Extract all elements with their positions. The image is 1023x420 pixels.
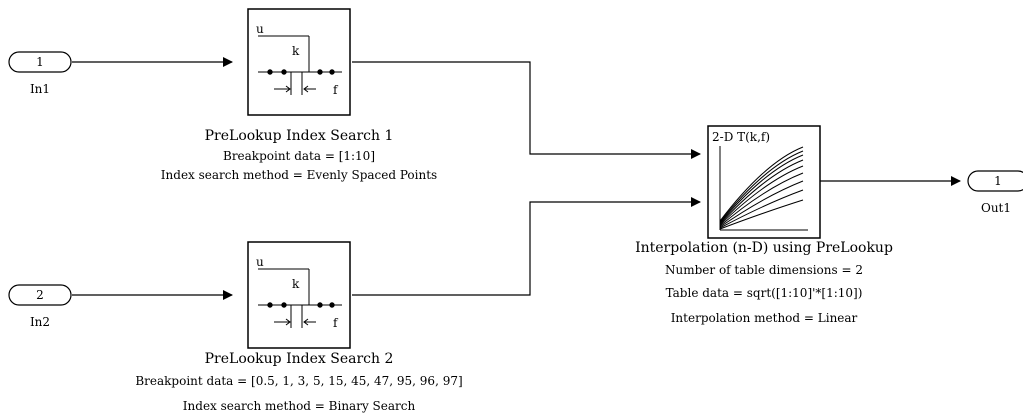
interpolation-icon-label: 2-D T(k,f) (712, 130, 770, 144)
outport-1-shape[interactable] (967, 170, 1023, 192)
prelookup-2-port-f: f (333, 316, 339, 330)
interpolation-title: Interpolation (n-D) using PreLookup (635, 240, 893, 256)
prelookup-1-param-2: Index search method = Evenly Spaced Poin… (161, 168, 437, 182)
inport-1-shape[interactable] (8, 51, 72, 73)
prelookup-2-box[interactable] (247, 241, 351, 349)
inport-1-name: In1 (30, 82, 50, 96)
outport-1-name: Out1 (981, 201, 1011, 215)
prelookup-2-port-k: k (292, 277, 300, 291)
outport-1[interactable]: 1 Out1 (967, 170, 1023, 215)
interpolation-table-icon (719, 146, 808, 231)
inport-2-shape[interactable] (8, 284, 72, 306)
outport-1-number: 1 (994, 174, 1002, 188)
signal-prelookup1-to-interp[interactable] (352, 61, 701, 159)
interpolation-param-2: Table data = sqrt([1:10]'*[1:10]) (666, 286, 863, 300)
prelookup-1-port-u: u (256, 22, 264, 36)
prelookup-2-port-u: u (256, 255, 264, 269)
prelookup-1-box[interactable] (247, 8, 351, 116)
inport-2-name: In2 (30, 315, 50, 329)
interpolation-block[interactable]: 2-D T(k,f) (707, 125, 821, 239)
prelookup-1-icon (258, 35, 342, 95)
prelookup-2-icon (258, 268, 342, 328)
inport-1-number: 1 (36, 55, 44, 69)
prelookup-1-param-1: Breakpoint data = [1:10] (223, 149, 375, 163)
prelookup-1-port-f: f (333, 83, 339, 97)
prelookup-1-port-k: k (292, 44, 300, 58)
inport-1[interactable]: 1 In1 (8, 51, 72, 96)
signal-lines (72, 57, 961, 300)
inport-2[interactable]: 2 In2 (8, 284, 72, 329)
prelookup-2-title: PreLookup Index Search 2 (205, 351, 394, 367)
interpolation-param-3: Interpolation method = Linear (671, 311, 858, 325)
prelookup-2-param-2: Index search method = Binary Search (183, 399, 416, 413)
prelookup-1-title: PreLookup Index Search 1 (205, 128, 394, 144)
prelookup-2-param-1: Breakpoint data = [0.5, 1, 3, 5, 15, 45,… (135, 374, 462, 388)
prelookup-block-2[interactable]: u k f (247, 241, 351, 349)
signal-prelookup2-to-interp[interactable] (352, 197, 701, 296)
prelookup-block-1[interactable]: u k f (247, 8, 351, 116)
interpolation-param-1: Number of table dimensions = 2 (665, 263, 863, 277)
inport-2-number: 2 (36, 288, 44, 302)
